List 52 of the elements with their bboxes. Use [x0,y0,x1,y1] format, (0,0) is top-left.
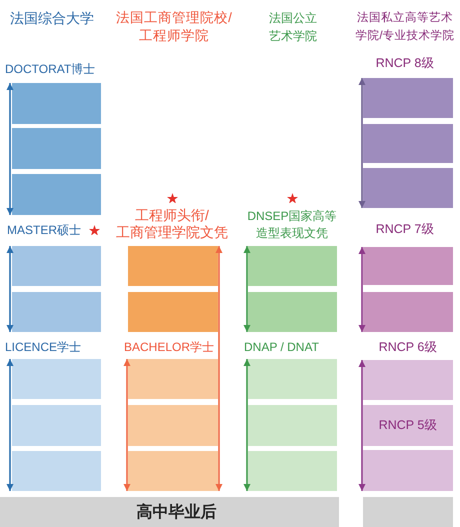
arrow [358,360,366,491]
arrow [6,83,14,215]
arrow [6,359,14,491]
year-block [12,83,101,124]
year-block [363,78,453,118]
year-block [128,405,218,446]
level-label: 工程师头衔/工商管理学院文凭 [115,206,229,240]
year-block [363,168,453,208]
level-label: RNCP 6级 [378,339,438,355]
year-block: RNCP 5级 [363,405,453,446]
year-block [12,292,101,332]
arrow [358,78,366,208]
year-block [12,359,101,399]
level-label: RNCP 8级 [374,55,436,71]
year-block [128,359,218,399]
level-label: RNCP 7级 [374,221,436,237]
level-label: MASTER硕士 [7,222,82,238]
year-block [128,292,218,332]
level-label: DNSEP国家高等造型表现文凭 [246,208,338,242]
year-block [248,451,337,491]
year-block [12,405,101,446]
year-block [248,405,337,446]
level-label: BACHELOR学士 [124,339,214,355]
arrow [124,359,130,491]
year-block [363,292,453,332]
year-block [12,128,101,169]
column-heading: 法国工商管理院校/工程师学院 [115,9,233,45]
arrow [244,359,250,491]
arrow [358,247,366,332]
arrow [216,246,222,491]
year-block [363,247,453,285]
arrow [6,246,14,332]
column-heading: 法国私立高等艺术学院/专业技术学院 [355,10,455,44]
year-block [363,124,453,163]
year-block [248,292,337,332]
level-label: LICENCE学士 [5,339,82,355]
level-label: DNAP / DNAT [244,339,319,355]
year-block [363,450,453,491]
year-block [363,497,453,527]
arrow [244,246,250,332]
baseline-bar: 高中毕业后 [0,497,339,527]
year-block [248,246,337,286]
year-block [12,451,101,491]
year-block [128,451,218,491]
year-block [363,360,453,400]
year-block [12,174,101,215]
year-block [128,246,218,286]
level-label: DOCTORAT博士 [5,61,96,77]
column-heading: 法国公立艺术学院 [268,10,318,45]
year-block [248,359,337,399]
column-heading: 法国综合大学 [9,9,95,27]
year-block [12,246,101,286]
